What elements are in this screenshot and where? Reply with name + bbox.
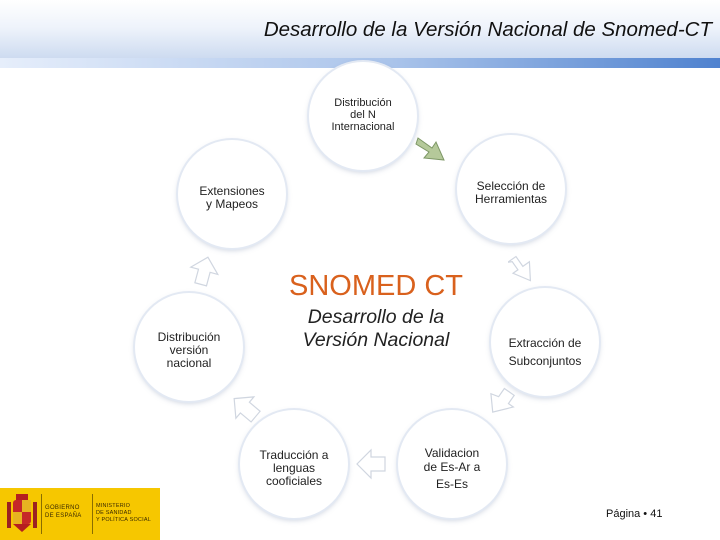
- circle-extensiones: [178, 140, 286, 248]
- node-seleccion-herramientas: Selección de Herramientas: [474, 179, 548, 206]
- circle-seleccion-herramientas: [457, 135, 565, 243]
- cycle-arrow-2-icon: [508, 255, 532, 282]
- page-number: Página • 41: [606, 508, 663, 520]
- cycle-arrow-1-icon: [415, 137, 445, 161]
- circle-extraccion-subconjuntos: [491, 288, 599, 396]
- center-subtitle: Desarrollo de la Versión Nacional: [302, 306, 450, 351]
- slide-title: Desarrollo de la Versión Nacional de Sno…: [263, 18, 712, 41]
- circle-distribucion-internacional: [309, 62, 417, 170]
- government-logo: GOBIERNO DE ESPAÑA MINISTERIO DE SANIDAD…: [0, 488, 160, 540]
- node-distribucion-nacional: Distribución versión nacional: [157, 330, 221, 370]
- coat-of-arms-icon: [7, 494, 37, 532]
- logo-divider-1: [41, 494, 42, 534]
- circle-traduccion: [240, 410, 348, 518]
- cycle-arrow-3-icon: [490, 387, 516, 413]
- circle-validacion: [398, 410, 506, 518]
- slide-header: [0, 0, 720, 62]
- cycle-arrow-6-icon: [189, 256, 220, 287]
- node-traduccion: Traducción a lenguas cooficiales: [259, 448, 329, 488]
- logo-text-ministerio: MINISTERIO DE SANIDAD Y POLÍTICA SOCIAL: [96, 503, 151, 523]
- node-distribucion-internacional: Distribución del N Internacional: [331, 97, 395, 133]
- cycle-arrow-4-icon: [356, 448, 386, 480]
- node-extensiones: Extensiones y Mapeos: [199, 184, 265, 211]
- center-title: SNOMED CT: [289, 270, 463, 302]
- node-extraccion-subconjuntos: Extracción de Subconjuntos: [508, 336, 582, 368]
- node-validacion: Validacion de Es-Ar a Es-Es: [423, 446, 481, 491]
- cycle-arrow-5-icon: [233, 396, 261, 423]
- circle-distribucion-nacional: [135, 293, 243, 401]
- logo-divider-2: [92, 494, 93, 534]
- logo-text-gobierno: GOBIERNO DE ESPAÑA: [45, 505, 82, 519]
